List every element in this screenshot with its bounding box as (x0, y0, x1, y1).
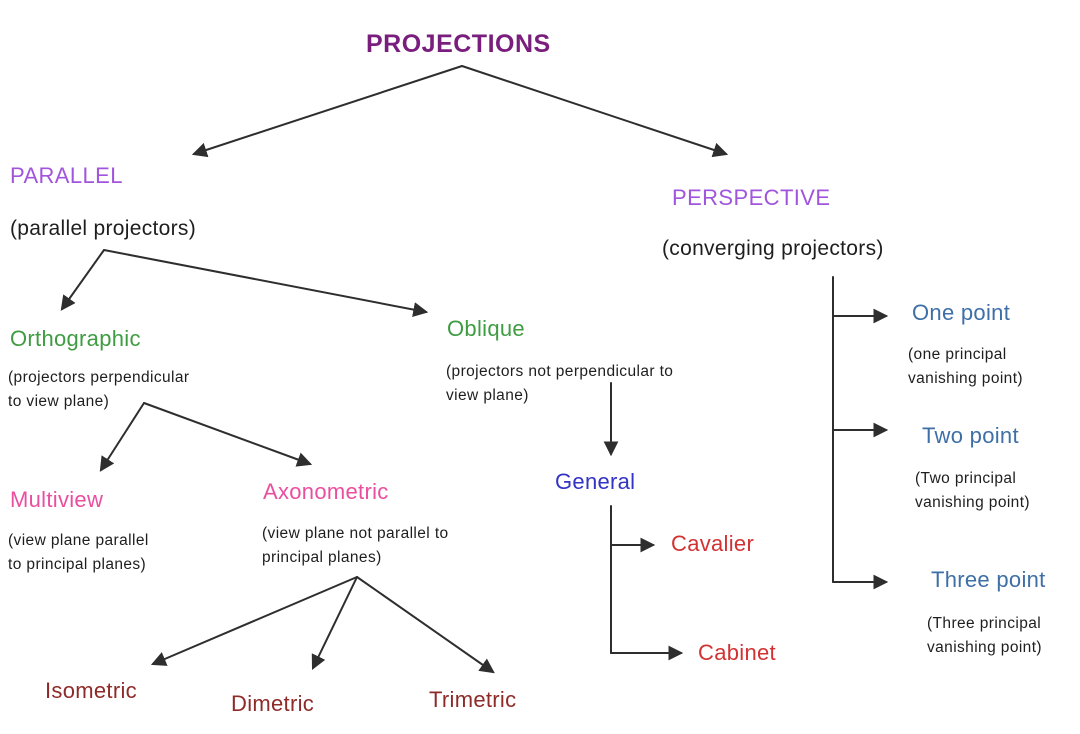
node-parallel: PARALLEL (10, 163, 123, 188)
edge-axonometric-isometric (150, 576, 358, 666)
edge-parallel-orthographic (60, 249, 105, 311)
node-perspective-note: (converging projectors) (662, 237, 884, 260)
node-perspective: PERSPECTIVE (672, 185, 831, 210)
node-one-point-note: (one principal vanishing point) (908, 346, 1023, 388)
node-axonometric-note: (view plane not parallel to principal pl… (262, 525, 449, 567)
node-cabinet: Cabinet (698, 640, 776, 665)
node-multiview-note: (view plane parallel to principal planes… (8, 532, 149, 574)
edge-axonometric-dimetric (311, 576, 358, 671)
edge-parallel-oblique (103, 249, 429, 317)
node-projections: PROJECTIONS (366, 30, 551, 58)
edge-projections-perspective (461, 65, 729, 158)
node-axonometric: Axonometric (263, 479, 389, 504)
node-two-point: Two point (922, 423, 1019, 448)
node-trimetric: Trimetric (429, 687, 517, 712)
node-general: General (555, 469, 636, 494)
node-oblique: Oblique (447, 316, 525, 341)
node-three-point-note: (Three principal vanishing point) (927, 615, 1042, 657)
edge-projections-parallel (191, 65, 463, 158)
node-three-point: Three point (931, 567, 1046, 592)
node-parallel-note: (parallel projectors) (10, 217, 197, 240)
node-orthographic: Orthographic (10, 326, 141, 351)
node-isometric: Isometric (45, 678, 137, 703)
node-multiview: Multiview (10, 487, 104, 512)
node-oblique-note: (projectors not perpendicular to view pl… (446, 363, 674, 405)
node-one-point: One point (912, 300, 1011, 325)
node-two-point-note: (Two principal vanishing point) (915, 470, 1030, 512)
node-dimetric: Dimetric (231, 691, 315, 716)
node-orthographic-note: (projectors perpendicular to view plane) (8, 369, 190, 411)
edge-axonometric-trimetric (356, 576, 495, 674)
node-cavalier: Cavalier (671, 531, 755, 556)
